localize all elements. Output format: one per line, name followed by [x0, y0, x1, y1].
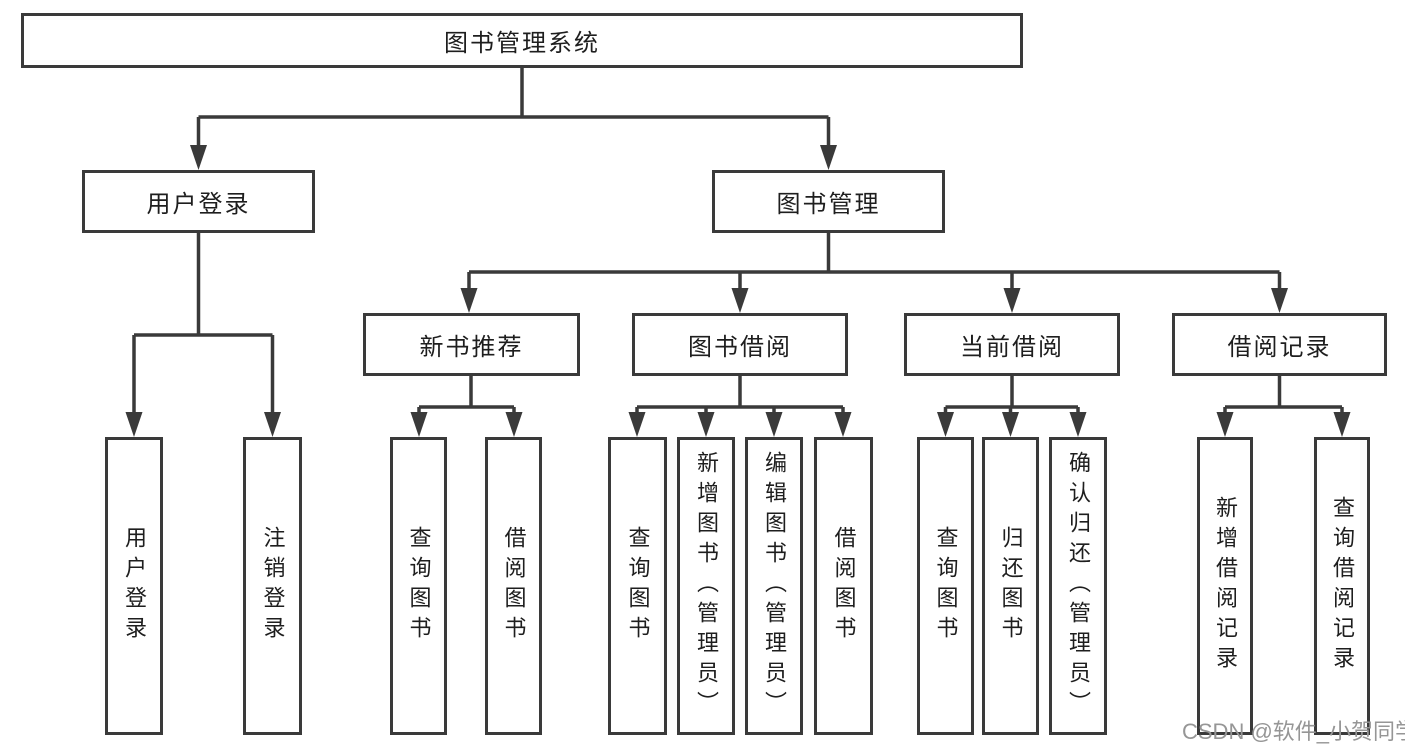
node-label: 图书管理 [776, 191, 881, 218]
node-label: 新书推荐 [419, 334, 524, 361]
node-label: 图书管理系统 [444, 30, 600, 57]
arrowheads [125, 145, 1351, 437]
node-label: 归还图书 [998, 526, 1024, 646]
node-label: 借阅图书 [831, 526, 857, 646]
node-label: 查询图书 [933, 526, 959, 646]
leaf-current-return-books: 归还图书 [982, 437, 1039, 735]
node-label: 借阅图书 [501, 526, 527, 646]
leaf-current-confirm-return-admin: 确认归还（管理员） [1049, 437, 1107, 735]
node-new-book-recommend: 新书推荐 [363, 313, 580, 376]
csdn-watermark: CSDN @软件_小贺同学 [1182, 719, 1405, 744]
node-label: 图书借阅 [688, 334, 792, 361]
leaf-borrowing-borrow-books: 借阅图书 [814, 437, 873, 735]
node-user-login-branch: 用户登录 [82, 170, 315, 233]
node-label: 用户登录 [122, 526, 147, 646]
leaf-user-login: 用户登录 [105, 437, 163, 735]
node-label: 当前借阅 [960, 334, 1064, 361]
node-label: 用户登录 [146, 191, 251, 218]
node-label: 查询图书 [406, 526, 432, 646]
leaf-records-query-record: 查询借阅记录 [1314, 437, 1370, 735]
leaf-newbook-query-books: 查询图书 [390, 437, 447, 735]
leaf-records-add-record: 新增借阅记录 [1197, 437, 1253, 735]
node-label: 新增图书（管理员） [694, 451, 719, 721]
node-label: 注销登录 [260, 526, 286, 646]
leaf-borrowing-add-books-admin: 新增图书（管理员） [677, 437, 735, 735]
node-label: 查询借阅记录 [1330, 496, 1355, 676]
leaf-borrowing-edit-books-admin: 编辑图书（管理员） [745, 437, 803, 735]
leaf-newbook-borrow-books: 借阅图书 [485, 437, 542, 735]
node-library-system: 图书管理系统 [21, 13, 1023, 68]
node-book-management: 图书管理 [712, 170, 945, 233]
node-label: 借阅记录 [1227, 334, 1332, 361]
node-current-borrowing: 当前借阅 [904, 313, 1120, 376]
node-label: 新增借阅记录 [1213, 496, 1238, 676]
node-label: 确认归还（管理员） [1066, 451, 1091, 721]
node-book-borrowing: 图书借阅 [632, 313, 848, 376]
leaf-logout: 注销登录 [243, 437, 302, 735]
node-label: 编辑图书（管理员） [762, 451, 787, 721]
node-label: 查询图书 [625, 526, 651, 646]
leaf-current-query-books: 查询图书 [917, 437, 974, 735]
leaf-borrowing-query-books: 查询图书 [608, 437, 667, 735]
node-borrowing-records: 借阅记录 [1172, 313, 1387, 376]
